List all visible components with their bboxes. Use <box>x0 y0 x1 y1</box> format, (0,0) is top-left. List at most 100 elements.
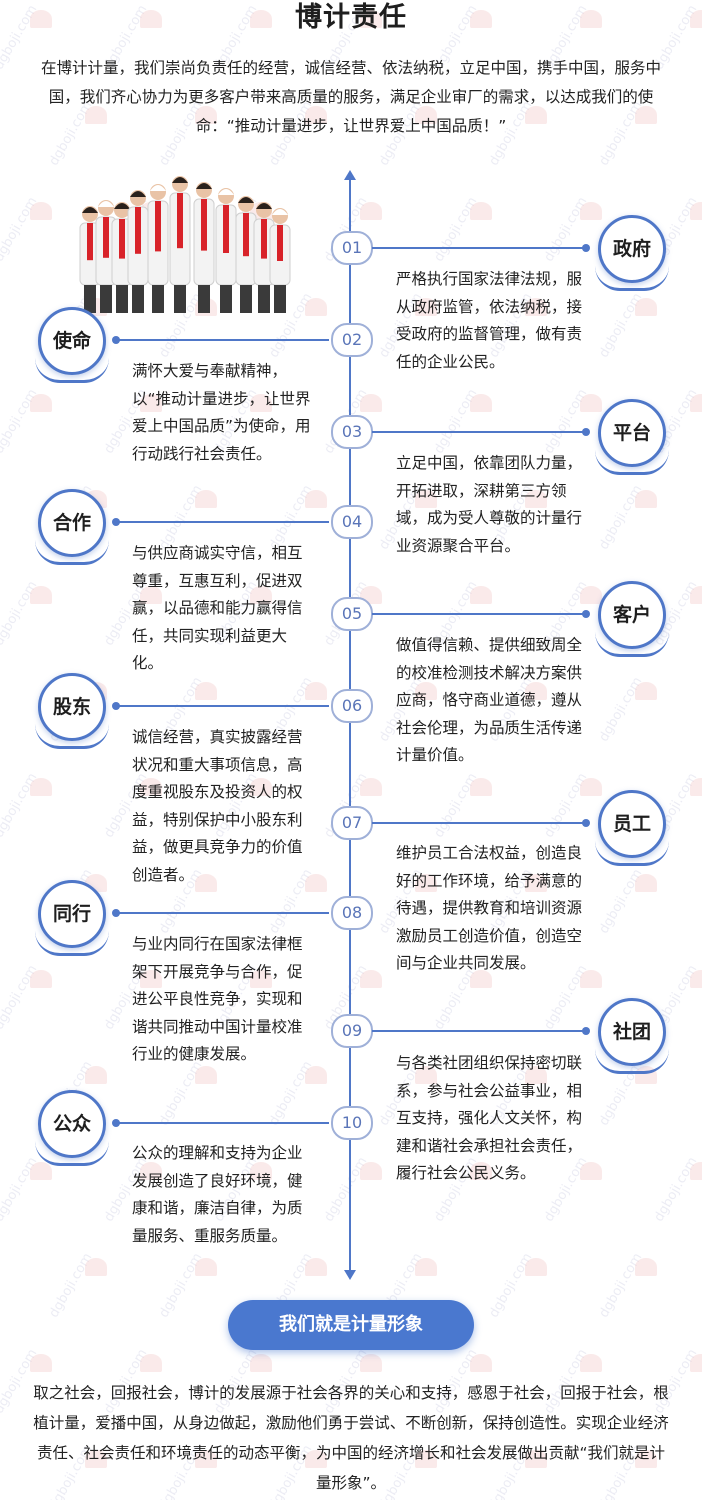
badge-01: 政府 <box>595 215 669 291</box>
timeline-node-10: 10 <box>331 1106 373 1140</box>
image-banner-button[interactable]: 我们就是计量形象 <box>228 1300 474 1350</box>
timeline-dot <box>112 518 120 526</box>
timeline-description-01: 严格执行国家法律法规，服从政府监管，依法纳税，接受政府的监督管理，做有责任的企业… <box>396 270 583 371</box>
badge-label: 客户 <box>612 604 651 626</box>
timeline-node-04: 04 <box>331 505 373 539</box>
timeline-description-02: 满怀大爱与奉献精神，以“推动计量进步，让世界爱上中国品质”为使命，用行动践行社会… <box>132 362 311 463</box>
person-hair <box>272 209 288 215</box>
timeline-node-02: 02 <box>331 323 373 357</box>
timeline-connector <box>118 1122 329 1124</box>
person-hair <box>82 207 98 213</box>
timeline-arrow-up-icon <box>344 170 356 180</box>
person-legs <box>240 285 252 313</box>
timeline-dot <box>582 428 590 436</box>
badge-label: 同行 <box>52 903 91 925</box>
person-legs <box>274 285 286 313</box>
person-legs <box>220 285 232 313</box>
person-legs <box>258 285 270 313</box>
badge-label: 股东 <box>52 696 91 718</box>
person-legs <box>116 285 128 313</box>
person-hair <box>98 201 114 207</box>
person-scarf <box>261 219 267 259</box>
timeline-description-07: 维护员工合法权益，创造良好的工作环境，给予满意的待遇，提供教育和培训资源激励员工… <box>396 844 583 972</box>
badge-label: 使命 <box>52 330 91 352</box>
person-hair <box>150 185 166 191</box>
timeline-dot <box>112 336 120 344</box>
person-legs <box>174 285 186 313</box>
timeline-connector <box>372 822 584 824</box>
badge-02: 使命 <box>35 307 109 383</box>
timeline-dot <box>582 819 590 827</box>
person-hair <box>130 191 146 197</box>
timeline-description-08: 与业内同行在国家法律框架下开展竞争与合作，促进公平良性竞争，实现和谐共同推动中国… <box>132 935 303 1063</box>
badge-label: 合作 <box>52 512 91 534</box>
timeline-description-03: 立足中国，依靠团队力量，开拓进取，深耕第三方领域，成为受人尊敬的计量行业资源聚合… <box>396 454 583 555</box>
badge-swoosh-icon <box>595 450 669 475</box>
badge-swoosh-icon <box>595 1049 669 1074</box>
person-scarf <box>201 199 207 251</box>
badge-label: 政府 <box>612 238 651 260</box>
timeline-node-09: 09 <box>331 1014 373 1048</box>
person-hair <box>196 183 212 189</box>
badge-label: 员工 <box>612 813 651 835</box>
timeline-dot <box>112 909 120 917</box>
timeline-dot <box>582 1027 590 1035</box>
badge-swoosh-icon <box>35 724 109 749</box>
person-hair <box>172 177 188 183</box>
person-scarf <box>277 225 283 261</box>
timeline-node-01: 01 <box>331 231 373 265</box>
timeline-connector <box>372 431 584 433</box>
outro-paragraph: 取之社会，回报社会，博计的发展源于社会各界的关心和支持，感恩于社会，回报于社会，… <box>33 1384 669 1492</box>
timeline-description-04: 与供应商诚实守信，相互尊重，互惠互利，促进双赢，以品德和能力赢得信任，共同实现利… <box>132 544 303 672</box>
person-hair <box>256 203 272 209</box>
badge-06: 股东 <box>35 673 109 749</box>
person-legs <box>132 285 144 313</box>
timeline-connector <box>372 613 584 615</box>
badge-08: 同行 <box>35 880 109 956</box>
badge-swoosh-icon <box>35 931 109 956</box>
timeline-dot <box>582 610 590 618</box>
timeline-connector <box>372 1030 584 1032</box>
badge-10: 公众 <box>35 1090 109 1166</box>
timeline-connector <box>118 339 329 341</box>
badge-swoosh-icon <box>35 1141 109 1166</box>
team-photo <box>79 176 291 313</box>
badge-swoosh-icon <box>595 266 669 291</box>
badge-03: 平台 <box>595 399 669 475</box>
person-legs <box>198 285 210 313</box>
person-scarf <box>119 219 125 259</box>
person-legs <box>84 285 96 313</box>
badge-05: 客户 <box>595 581 669 657</box>
person-scarf <box>177 193 183 249</box>
person-scarf <box>155 201 161 252</box>
badge-swoosh-icon <box>35 358 109 383</box>
badge-swoosh-icon <box>595 841 669 866</box>
badge-09: 社团 <box>595 998 669 1074</box>
timeline-dot <box>112 1119 120 1127</box>
timeline-dot <box>112 702 120 710</box>
person-legs <box>100 285 112 313</box>
timeline-connector <box>118 912 329 914</box>
badge-label: 平台 <box>612 422 651 444</box>
timeline-description-06: 诚信经营，真实披露经营状况和重大事项信息，高度重视股东及投资人的权益，特别保护中… <box>132 728 303 884</box>
timeline-connector <box>118 705 329 707</box>
person-scarf <box>135 207 141 254</box>
person-hair <box>114 203 130 209</box>
timeline-arrow-down-icon <box>344 1270 356 1280</box>
person-scarf <box>243 213 249 257</box>
badge-swoosh-icon <box>595 632 669 657</box>
person-hair <box>238 197 254 203</box>
timeline-description-09: 与各类社团组织保持密切联系，参与社会公益事业，相互支持，强化人文关怀，构建和谐社… <box>396 1054 583 1182</box>
timeline-node-08: 08 <box>331 896 373 930</box>
badge-07: 员工 <box>595 790 669 866</box>
timeline-node-06: 06 <box>331 689 373 723</box>
person-scarf <box>103 217 109 258</box>
badge-04: 合作 <box>35 489 109 565</box>
page-title: 博计责任 <box>295 2 407 33</box>
timeline-connector <box>118 521 329 523</box>
timeline-node-05: 05 <box>331 597 373 631</box>
timeline-connector <box>372 247 584 249</box>
intro-paragraph: 在博计计量，我们崇尚负责任的经营，诚信经营、依法纳税，立足中国，携手中国，服务中… <box>40 59 661 135</box>
person-scarf <box>87 223 93 261</box>
timeline-dot <box>582 244 590 252</box>
